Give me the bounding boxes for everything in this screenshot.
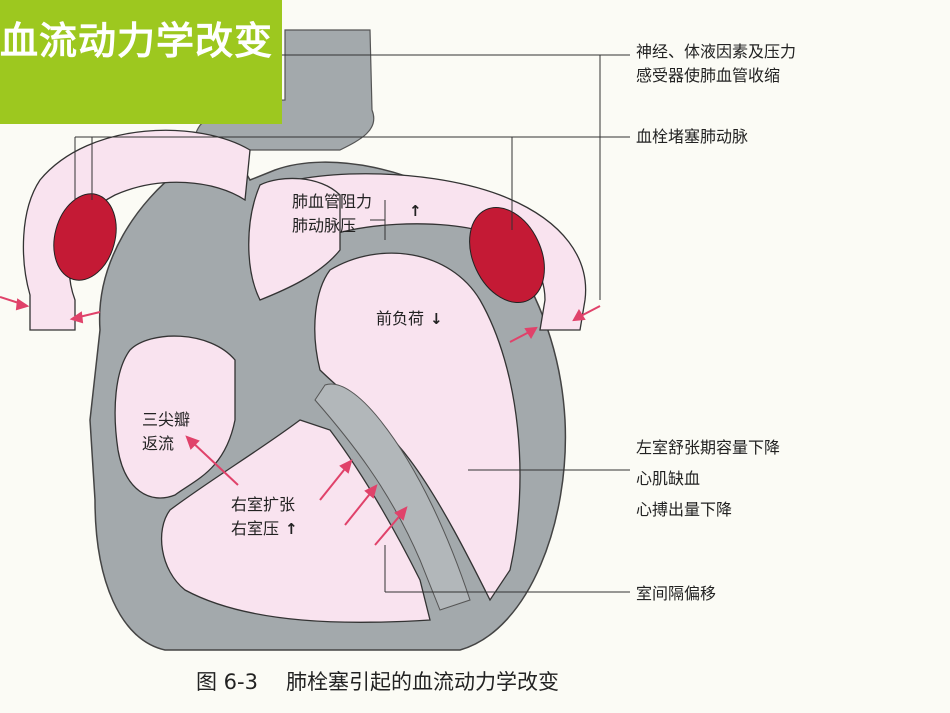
label-rv-pressure: 右室压 [231, 519, 280, 538]
left-pulmonary-artery [22, 129, 251, 331]
label-neural-humoral: 神经、体液因素及压力 感受器使肺血管收缩 [636, 40, 796, 88]
label-septum-shift: 室间隔偏移 [636, 584, 717, 603]
label-preload: 前负荷 ↓ [376, 307, 443, 331]
label-tricuspid-line1: 三尖瓣 [142, 410, 191, 429]
figure-caption: 图 6-3 肺栓塞引起的血流动力学改变 [196, 666, 559, 696]
label-embolus: 血栓堵塞肺动脉 [636, 127, 749, 146]
label-pulm-pressure: 肺动脉压 [292, 216, 357, 235]
arrow-down-icon: ↓ [430, 310, 443, 328]
right-atrium [114, 335, 236, 499]
pulmonary-trunk [248, 177, 341, 301]
embolus-right [469, 206, 545, 304]
interventricular-septum [314, 383, 471, 611]
label-lv-line1: 左室舒张期容量下降 [636, 438, 781, 457]
label-neural-humoral-line1: 神经、体液因素及压力 [636, 42, 797, 61]
label-tricuspid-line2: 返流 [142, 434, 175, 453]
label-preload-text: 前负荷 [376, 309, 425, 328]
label-lv-line2: 心肌缺血 [636, 469, 701, 488]
label-pulm-resistance-text: 肺血管阻力 [292, 192, 373, 211]
right-ventricle [160, 419, 431, 623]
embolus-left [53, 193, 117, 281]
label-pulm-resistance-group: 肺血管阻力 肺动脉压 [292, 190, 372, 238]
arrow-up-icon: ↑ [285, 520, 298, 538]
label-lv-line3: 心搏出量下降 [636, 500, 733, 519]
label-rv-group: 右室扩张 右室压 ↑ [231, 493, 298, 541]
arrow-up-pulm-icon: ↑ [409, 202, 422, 220]
figure-caption-text: 肺栓塞引起的血流动力学改变 [285, 670, 559, 694]
label-tricuspid: 三尖瓣 返流 [142, 408, 190, 456]
figure-number: 图 6-3 [196, 670, 258, 694]
label-rv-dilation: 右室扩张 [231, 495, 296, 514]
label-lv-group: 左室舒张期容量下降 心肌缺血 心搏出量下降 [636, 432, 780, 525]
label-neural-humoral-line2: 感受器使肺血管收缩 [636, 66, 781, 85]
left-ventricle [314, 252, 521, 602]
label-pulm-resistance: 肺血管阻力 [292, 190, 372, 214]
label-rv-pressure-row: 右室压 ↑ [231, 517, 298, 541]
title-banner: 血流动力学改变 [0, 0, 282, 124]
title-banner-text: 血流动力学改变 [0, 19, 274, 63]
